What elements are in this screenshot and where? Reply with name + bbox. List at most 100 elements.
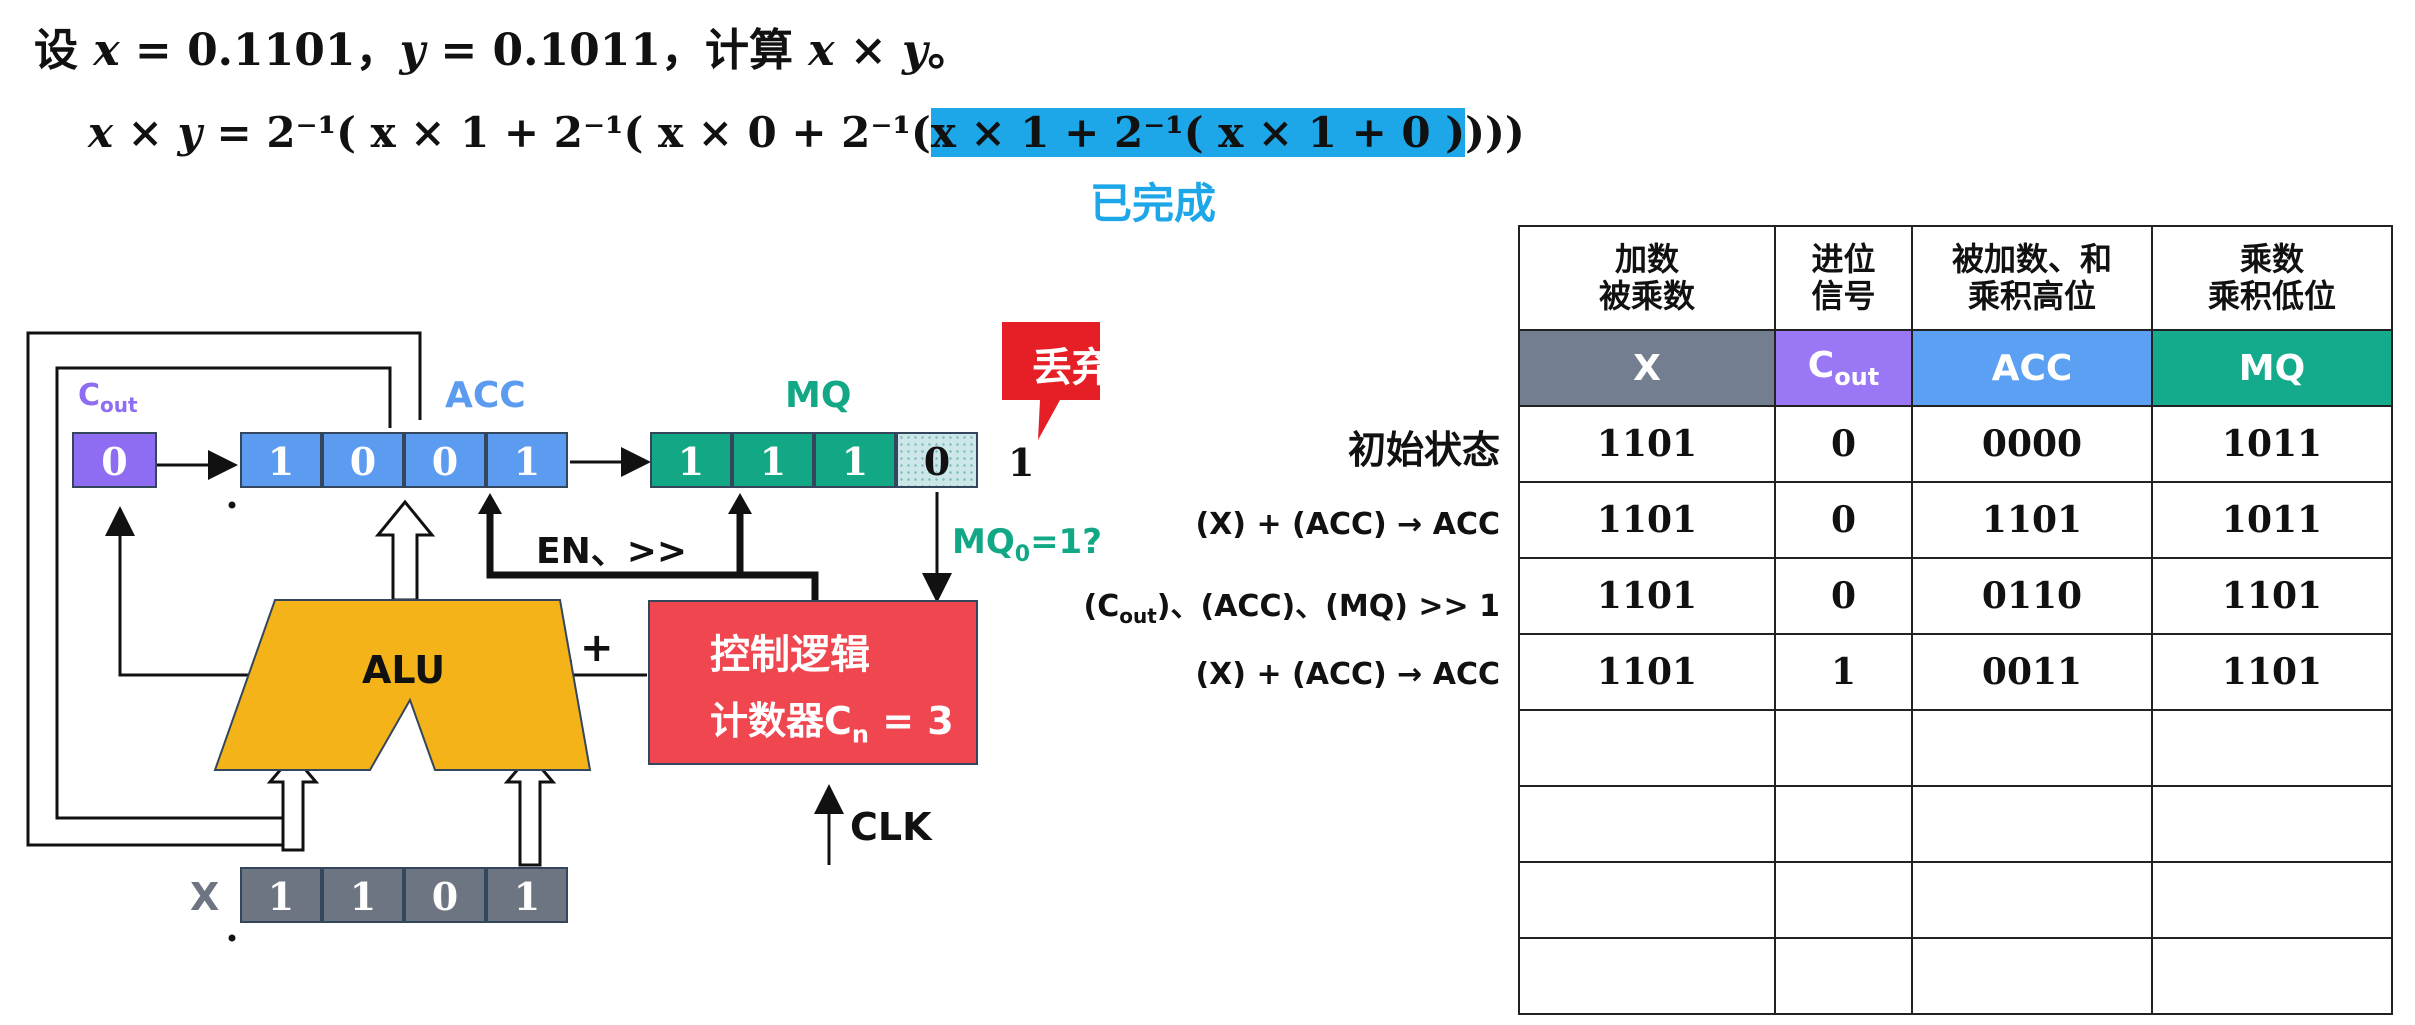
problem-y-var: y xyxy=(399,25,426,76)
table-row xyxy=(1518,937,2393,1015)
circuit-wires xyxy=(26,322,1100,942)
cell-x xyxy=(1518,709,1776,787)
control-logic-block: 控制逻辑 计数器Cn = 3 xyxy=(648,600,978,765)
formula-part1: = 2⁻¹( x × 1 + 2⁻¹( x × 0 + 2⁻¹( xyxy=(201,108,931,157)
step-label-add-2: (X) + (ACC) → ACC xyxy=(1195,657,1500,692)
wire-alu-to-cout xyxy=(105,506,260,677)
cell-acc: 1101 xyxy=(1911,481,2153,559)
subheader-mq: MQ xyxy=(2151,329,2393,407)
subheader-x: X xyxy=(1518,329,1776,407)
cell-cout xyxy=(1774,937,1913,1015)
problem-eq2: = 0.1011，计算 xyxy=(425,25,809,76)
header-mq: 乘数乘积低位 xyxy=(2151,225,2393,331)
state-table: 加数被乘数 进位信号 被加数、和乘积高位 乘数乘积低位 X Cout ACC M… xyxy=(1518,225,2393,1015)
alu-add-sign: + xyxy=(580,625,614,671)
x-label: X xyxy=(190,875,220,919)
x-bit: 1 xyxy=(322,867,404,923)
cell-cout: 1 xyxy=(1774,633,1913,711)
mq-label: MQ xyxy=(785,375,852,416)
formula-highlight: x × 1 + 2⁻¹( x × 1 + 0 ) xyxy=(930,108,1466,157)
cell-mq xyxy=(2151,937,2393,1015)
mq0-condition-label: MQ0=1? xyxy=(952,522,1102,567)
header-addend: 加数被乘数 xyxy=(1518,225,1776,331)
cell-mq: 1101 xyxy=(2151,557,2393,635)
acc-bit: 0 xyxy=(322,432,404,488)
cell-acc: 0110 xyxy=(1911,557,2153,635)
acc-label: ACC xyxy=(445,375,526,416)
cell-acc xyxy=(1911,937,2153,1015)
control-logic-label: 控制逻辑 xyxy=(710,632,870,678)
alu-shape xyxy=(213,599,592,771)
cell-mq xyxy=(2151,861,2393,939)
cell-mq: 1101 xyxy=(2151,633,2393,711)
acc-bit: 1 xyxy=(240,432,322,488)
cell-mq: 1011 xyxy=(2151,481,2393,559)
x-binary-point xyxy=(228,934,236,942)
alu-label: ALU xyxy=(362,648,446,692)
cell-x: 1101 xyxy=(1518,557,1776,635)
en-arrow-acc xyxy=(478,493,502,514)
done-label: 已完成 xyxy=(1090,179,1217,228)
cout-label: Cout xyxy=(78,378,138,417)
subheader-acc: ACC xyxy=(1911,329,2153,407)
cell-x xyxy=(1518,785,1776,863)
table-row xyxy=(1518,861,2393,939)
formula-part2: ))) xyxy=(1465,108,1525,157)
cell-x xyxy=(1518,861,1776,939)
discard-callout xyxy=(1002,322,1100,440)
cell-acc xyxy=(1911,709,2153,787)
formula-lhs: x × y xyxy=(88,108,202,157)
subheader-cout: Cout xyxy=(1774,329,1913,407)
formula: x × y = 2⁻¹( x × 1 + 2⁻¹( x × 0 + 2⁻¹(x … xyxy=(88,108,1525,157)
acc-bit: 1 xyxy=(486,432,568,488)
step-label-shift: (Cout)、(ACC)、(MQ) >> 1 xyxy=(1083,589,1500,628)
mq-bit: 1 xyxy=(732,432,814,488)
cell-acc: 0011 xyxy=(1911,633,2153,711)
cell-cout xyxy=(1774,709,1913,787)
cell-cout xyxy=(1774,785,1913,863)
problem-expr: x × y xyxy=(808,25,928,76)
cell-x: 1101 xyxy=(1518,481,1776,559)
feedback-wire-inner xyxy=(55,366,392,820)
cell-cout: 0 xyxy=(1774,405,1913,483)
discarded-bit: 1 xyxy=(1008,440,1035,485)
problem-statement: 设 x = 0.1101，y = 0.1011，计算 x × y。 xyxy=(34,14,972,78)
counter-label: 计数器Cn = 3 xyxy=(710,699,954,749)
cell-acc xyxy=(1911,861,2153,939)
problem-x-var: x xyxy=(93,25,120,76)
cout-register: 0 xyxy=(72,432,157,488)
cell-cout: 0 xyxy=(1774,557,1913,635)
discard-label: 丢弃 xyxy=(1032,345,1112,391)
bus-alu-to-acc xyxy=(374,499,436,602)
cell-acc: 0000 xyxy=(1911,405,2153,483)
en-wire-acc xyxy=(486,512,819,600)
clk-label: CLK xyxy=(850,805,932,849)
mq-bit: 1 xyxy=(650,432,732,488)
cell-x xyxy=(1518,937,1776,1015)
acc-binary-point xyxy=(228,501,236,509)
step-labels: 初始状态 (X) + (ACC) → ACC (Cout)、(ACC)、(MQ)… xyxy=(1084,225,1500,1025)
cell-mq xyxy=(2151,785,2393,863)
bus-x-to-alu xyxy=(503,752,557,867)
cell-cout: 0 xyxy=(1774,481,1913,559)
en-shift-label: EN、>> xyxy=(536,531,688,572)
header-carry: 进位信号 xyxy=(1774,225,1913,331)
mq-bit: 0 xyxy=(896,432,978,488)
step-label-initial: 初始状态 xyxy=(1347,428,1500,472)
en-arrow-mq xyxy=(728,493,752,514)
cell-x: 1101 xyxy=(1518,405,1776,483)
feedback-wire-outer xyxy=(26,331,422,847)
problem-lead: 设 xyxy=(34,25,78,76)
cell-mq: 1011 xyxy=(2151,405,2393,483)
problem-end: 。 xyxy=(927,25,972,76)
header-acc: 被加数、和乘积高位 xyxy=(1911,225,2153,331)
problem-eq1: = 0.1101， xyxy=(119,25,400,76)
x-bit: 1 xyxy=(240,867,322,923)
cell-x: 1101 xyxy=(1518,633,1776,711)
acc-bit: 0 xyxy=(404,432,486,488)
